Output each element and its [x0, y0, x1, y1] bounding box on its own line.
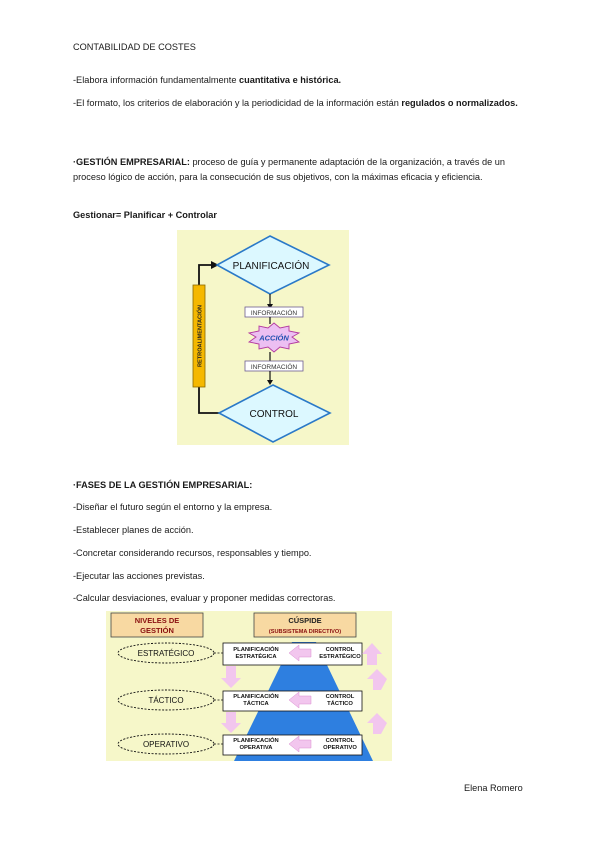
level-name: TÁCTICO: [148, 696, 183, 705]
control-label-line2: ESTRATÉGICO: [319, 652, 361, 660]
list-item: -Ejecutar las acciones previstas.: [73, 571, 205, 581]
arrow-down-icon: [221, 666, 241, 688]
accion-starburst: [247, 322, 301, 353]
plan-label-line1: PLANIFICACIÓN: [233, 645, 278, 653]
arrow-left-icon: [288, 644, 312, 662]
paragraph-gestionar: Gestionar= Planificar + Controlar: [73, 210, 217, 220]
arrow-down-icon: [221, 712, 241, 733]
control-label-line2: TÁCTICO: [327, 700, 353, 707]
arrow-up-icon: [367, 669, 387, 690]
control-label-line2: OPERATIVO: [323, 745, 357, 751]
paragraph-cuantitativa: -Elabora información fundamentalmente cu…: [73, 73, 528, 88]
list-item: -Concretar considerando recursos, respon…: [73, 548, 312, 558]
niveles-line1: NIVELES DE: [135, 616, 180, 625]
bold-text: ·GESTIÓN EMPRESARIAL:: [73, 157, 190, 167]
subsistema-label: (SUBSISTEMA DIRECTIVO): [269, 629, 341, 635]
accion-label: ACCIÓN: [258, 334, 289, 343]
plan-label-line1: PLANIFICACIÓN: [233, 736, 278, 744]
plan-label-line2: TÁCTICA: [243, 700, 269, 707]
control-label-line1: CONTROL: [326, 694, 355, 700]
text: -El formato, los criterios de elaboració…: [73, 98, 402, 108]
list-item: -Establecer planes de acción.: [73, 525, 194, 535]
paragraph-gestion-empresarial: ·GESTIÓN EMPRESARIAL: proceso de guía y …: [73, 155, 528, 184]
paragraph-fases: ·FASES DE LA GESTIÓN EMPRESARIAL:: [73, 480, 253, 490]
plan-label-line1: PLANIFICACIÓN: [233, 692, 278, 700]
management-levels-diagram: NIVELES DE GESTIÓN CÚSPIDE (SUBSISTEMA D…: [106, 611, 392, 761]
author-name: Elena Romero: [464, 783, 523, 793]
control-label-line1: CONTROL: [326, 738, 355, 744]
niveles-line2: GESTIÓN: [140, 626, 174, 635]
list-item: -Calcular desviaciones, evaluar y propon…: [73, 593, 336, 603]
informacion-bottom-label: INFORMACIÓN: [251, 362, 298, 371]
planificacion-label: PLANIFICACIÓN: [233, 259, 310, 272]
document-header: CONTABILIDAD DE COSTES: [73, 42, 196, 52]
arrow-up-icon: [367, 713, 387, 734]
retroalimentacion-label: RETROALIMENTACIÓN: [196, 305, 204, 367]
level-name: OPERATIVO: [143, 740, 189, 749]
cuspide-label: CÚSPIDE: [288, 616, 321, 625]
control-diamond: [217, 384, 332, 443]
control-label: CONTROL: [250, 409, 299, 420]
bold-text: cuantitativa e histórica.: [238, 75, 342, 85]
planning-control-diagram: RETROALIMENTACIÓN PLANIFICACIÓN INFORMAC…: [177, 230, 349, 445]
arrow-left-icon: [288, 735, 312, 753]
text: -Elabora información fundamentalmente: [73, 75, 239, 85]
control-label-line1: CONTROL: [326, 647, 355, 653]
text: proceso de guía y permanente adaptación …: [73, 157, 506, 182]
plan-label-line2: ESTRATÉGICA: [235, 652, 277, 660]
level-name: ESTRATÉGICO: [138, 649, 195, 658]
arrow-left-icon: [288, 691, 312, 709]
informacion-top-label: INFORMACIÓN: [251, 308, 298, 317]
plan-label-line2: OPERATIVA: [240, 745, 274, 751]
paragraph-formato: -El formato, los criterios de elaboració…: [73, 96, 528, 111]
bold-text: regulados o normalizados.: [401, 98, 518, 108]
list-item: -Diseñar el futuro según el entorno y la…: [73, 502, 273, 512]
